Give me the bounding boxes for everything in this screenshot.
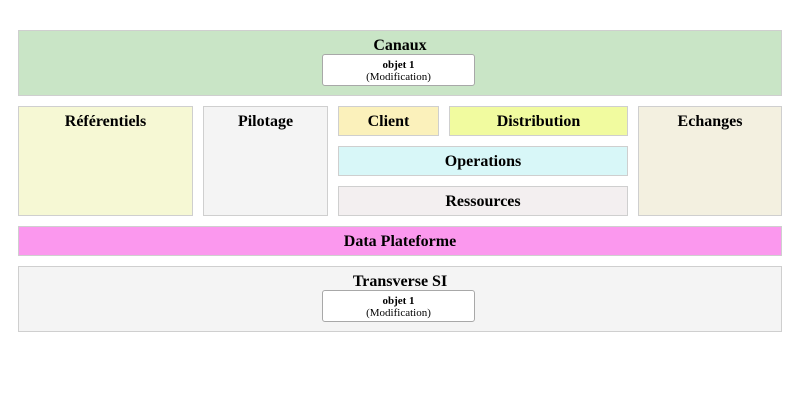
client-title: Client	[367, 113, 410, 130]
echanges-block: Echanges	[638, 106, 782, 216]
transverse-si-block: Transverse SI objet 1 (Modification)	[18, 266, 782, 332]
distribution-title: Distribution	[496, 113, 581, 130]
object-state: (Modification)	[366, 307, 431, 319]
ressources-block: Ressources	[338, 186, 628, 216]
canaux-title: Canaux	[373, 37, 427, 54]
canaux-object-card[interactable]: objet 1 (Modification)	[322, 54, 475, 86]
canaux-block: Canaux objet 1 (Modification)	[18, 30, 782, 96]
referentiels-block: Référentiels	[18, 106, 193, 216]
transverse-object-card[interactable]: objet 1 (Modification)	[322, 290, 475, 322]
operations-title: Operations	[444, 153, 522, 170]
transverse-si-title: Transverse SI	[352, 273, 448, 290]
echanges-title: Echanges	[677, 113, 743, 130]
ressources-title: Ressources	[445, 193, 521, 210]
pilotage-title: Pilotage	[237, 113, 294, 130]
pilotage-block: Pilotage	[203, 106, 328, 216]
object-state: (Modification)	[366, 71, 431, 83]
data-plateforme-block: Data Plateforme	[18, 226, 782, 256]
data-plateforme-title: Data Plateforme	[343, 233, 457, 250]
operations-block: Operations	[338, 146, 628, 176]
distribution-block: Distribution	[449, 106, 628, 136]
object-name: objet 1	[382, 59, 415, 71]
object-name: objet 1	[382, 295, 415, 307]
client-block: Client	[338, 106, 439, 136]
referentiels-title: Référentiels	[64, 113, 147, 130]
